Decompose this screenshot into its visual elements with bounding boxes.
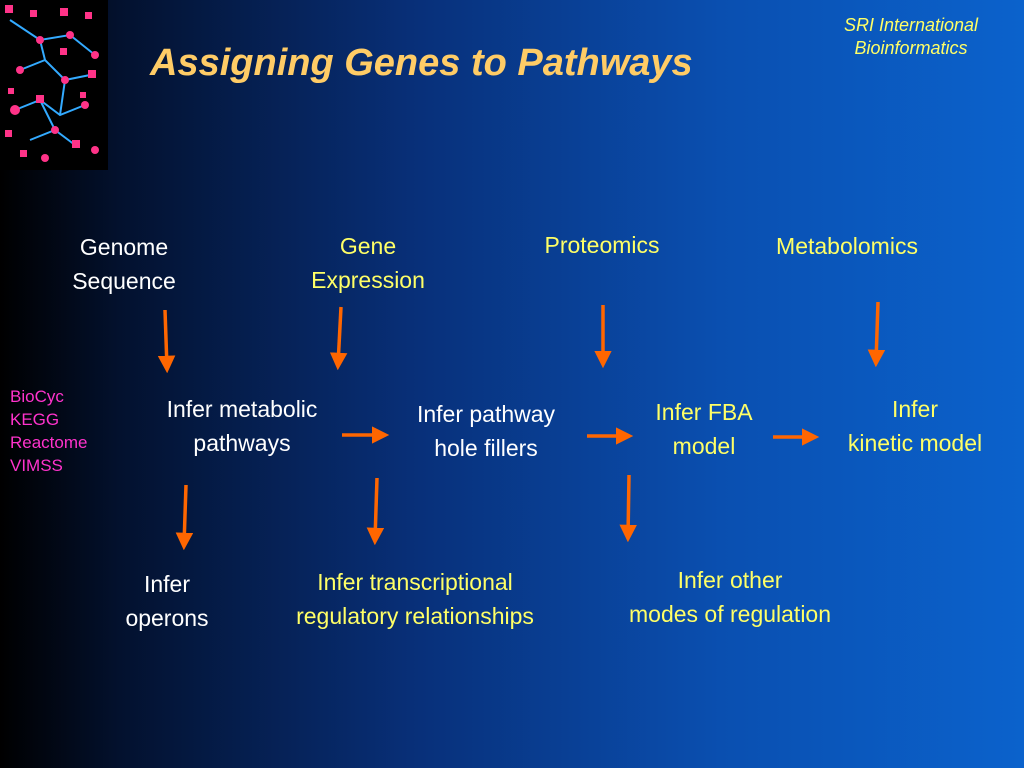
arrow-expression-to-metabolic	[329, 306, 348, 371]
node-genome-sequence: Genome Sequence	[72, 230, 176, 298]
node-text-line: modes of regulation	[628, 601, 832, 627]
node-text-line: Infer transcriptional	[317, 569, 513, 595]
node-infer-hole-fillers: Infer pathway hole fillers	[417, 397, 555, 465]
node-infer-fba-model: Infer FBA model	[655, 395, 752, 463]
database-item: Reactome	[10, 433, 88, 452]
node-infer-operons: Infer operons	[125, 567, 208, 635]
node-text-line: Proteomics	[544, 232, 660, 258]
node-text-line: Infer pathway	[416, 401, 556, 427]
node-text-line: Genome	[79, 234, 169, 260]
node-infer-regulatory-relationships: Infer transcriptional regulatory relatio…	[296, 565, 534, 633]
node-text-line: Gene	[339, 233, 397, 259]
node-text-line: Metabolomics	[776, 233, 918, 259]
node-metabolomics: Metabolomics	[776, 229, 918, 263]
node-text-line: Expression	[311, 267, 425, 293]
organization-label: SRI International Bioinformatics	[818, 14, 1004, 60]
arrow-fba-to-other-regulation	[619, 474, 637, 543]
node-infer-kinetic-model: Infer kinetic model	[848, 392, 982, 460]
node-gene-expression: Gene Expression	[311, 229, 425, 297]
node-text-line: operons	[125, 605, 209, 631]
arrow-expression-to-regulatory	[366, 477, 385, 546]
node-text-line: Infer FBA	[655, 399, 753, 425]
node-proteomics: Proteomics	[544, 228, 659, 262]
database-item: KEGG	[10, 410, 60, 429]
database-list: BioCyc KEGG Reactome VIMSS	[10, 385, 87, 477]
org-line-1: SRI International	[843, 15, 979, 35]
node-text-line: Infer	[143, 571, 191, 597]
node-text-line: Infer	[891, 396, 939, 422]
node-text-line: kinetic model	[847, 430, 983, 456]
node-text-line: Sequence	[72, 268, 176, 294]
node-text-line: pathways	[193, 430, 291, 456]
node-text-line: regulatory relationships	[296, 603, 534, 629]
node-text-line: Infer metabolic	[166, 396, 318, 422]
arrow-metabolic-to-operons	[175, 484, 194, 551]
logo	[0, 0, 108, 170]
org-line-2: Bioinformatics	[854, 38, 968, 58]
arrow-genome-to-metabolic	[157, 309, 176, 374]
node-infer-other-regulation: Infer other modes of regulation	[629, 563, 831, 631]
node-infer-metabolic-pathways: Infer metabolic pathways	[167, 392, 318, 460]
node-text-line: hole fillers	[434, 435, 538, 461]
pathway-network-icon	[5, 5, 99, 162]
node-text-line: Infer other	[677, 567, 783, 593]
database-item: BioCyc	[10, 387, 64, 406]
node-text-line: model	[672, 433, 736, 459]
arrow-metabolomics-to-kinetic	[867, 301, 886, 368]
database-item: VIMSS	[10, 456, 63, 475]
slide-title: Assigning Genes to Pathways	[150, 42, 693, 84]
